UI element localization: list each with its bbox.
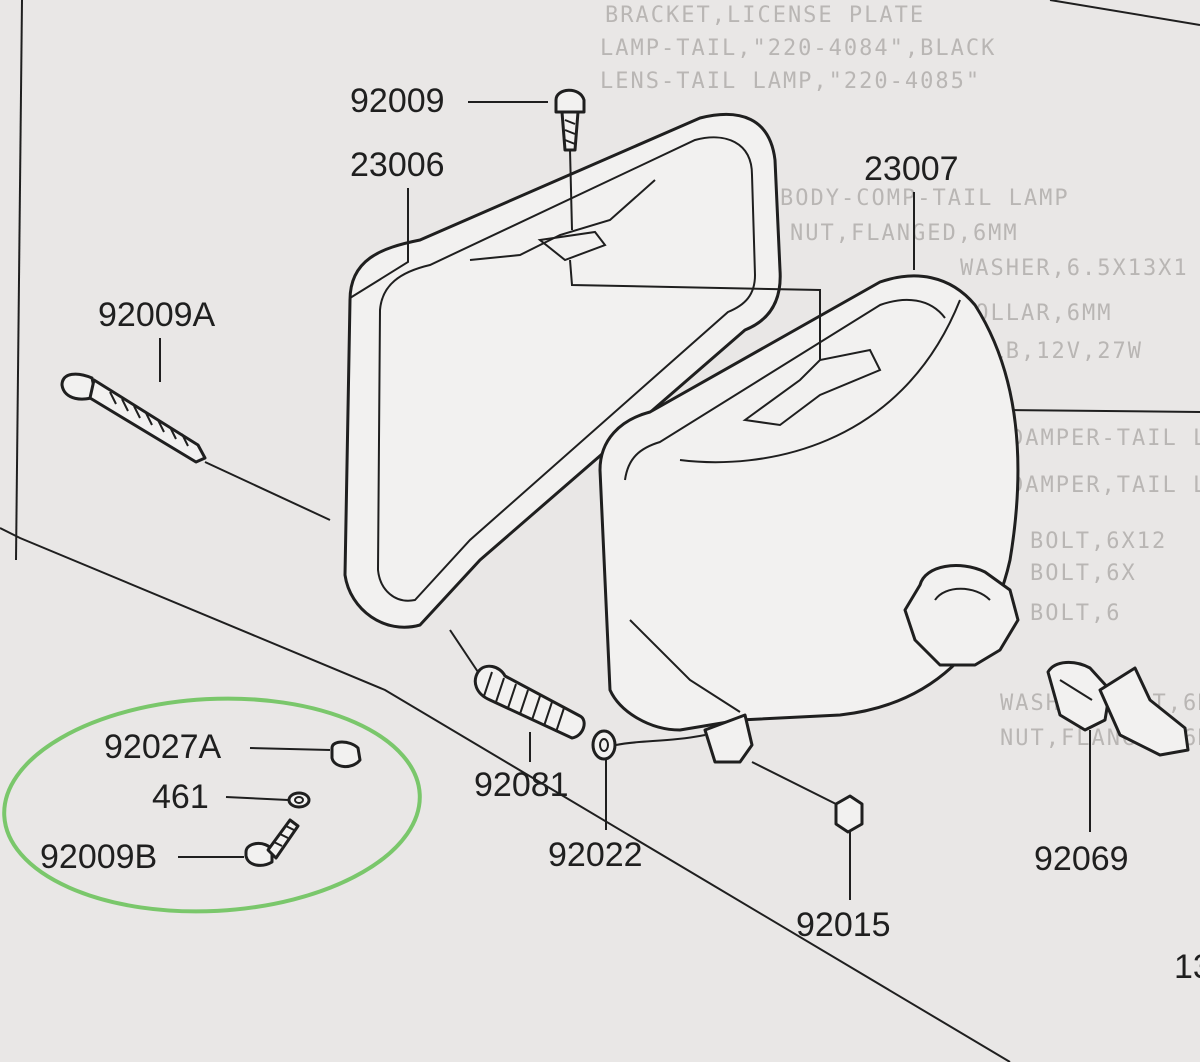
bleed-line: BOLT,6X — [1030, 561, 1137, 586]
label-92009: 92009 — [350, 82, 445, 120]
label-92027A: 92027A — [104, 728, 222, 766]
screw-92009 — [554, 88, 821, 360]
label-23006: 23006 — [350, 146, 445, 184]
bleed-line: DAMPER-TAIL LAMP — [1010, 426, 1200, 451]
page-number: 13 — [1174, 948, 1200, 986]
label-92069: 92069 — [1034, 840, 1129, 878]
washer-92022 — [591, 729, 706, 761]
bleed-line: BODY-COMP-TAIL LAMP — [780, 186, 1070, 211]
label-92009B: 92009B — [40, 838, 157, 876]
part-labels: 92009 23006 23007 92009A 92027A 461 9200… — [40, 82, 1200, 986]
screw-92009A — [60, 372, 331, 521]
highlight-circle — [2, 696, 422, 914]
hardware-group — [244, 740, 362, 867]
bleed-line: BOLT,6X12 — [1030, 529, 1167, 554]
label-92081: 92081 — [474, 766, 569, 804]
bleed-through-text: BRACKET,LICENSE PLATE LAMP-TAIL,"220-408… — [600, 3, 1200, 751]
label-461: 461 — [152, 778, 209, 816]
label-92009A: 92009A — [98, 296, 216, 334]
bleed-line: LENS-TAIL LAMP,"220-4085" — [600, 69, 981, 94]
bleed-line: DAMPER,TAIL LAMP — [1010, 473, 1200, 498]
bleed-line: LAMP-TAIL,"220-4084",BLACK — [600, 36, 996, 61]
label-23007: 23007 — [864, 150, 959, 188]
bleed-line: WASHER,6.5X13X1 — [960, 256, 1189, 281]
spring-92081 — [449, 629, 586, 740]
bleed-line: BRACKET,LICENSE PLATE — [605, 3, 925, 28]
bulb-92069 — [1046, 661, 1190, 757]
rim-23006 — [343, 113, 782, 629]
label-92015: 92015 — [796, 906, 891, 944]
nut-92015 — [751, 761, 864, 834]
label-92022: 92022 — [548, 836, 643, 874]
leader-lines — [159, 101, 1091, 900]
bleed-line: NUT,FLANGED,6MM — [790, 221, 1019, 246]
reflector-23007 — [598, 274, 1020, 764]
bleed-line: BOLT,6 — [1030, 601, 1121, 626]
